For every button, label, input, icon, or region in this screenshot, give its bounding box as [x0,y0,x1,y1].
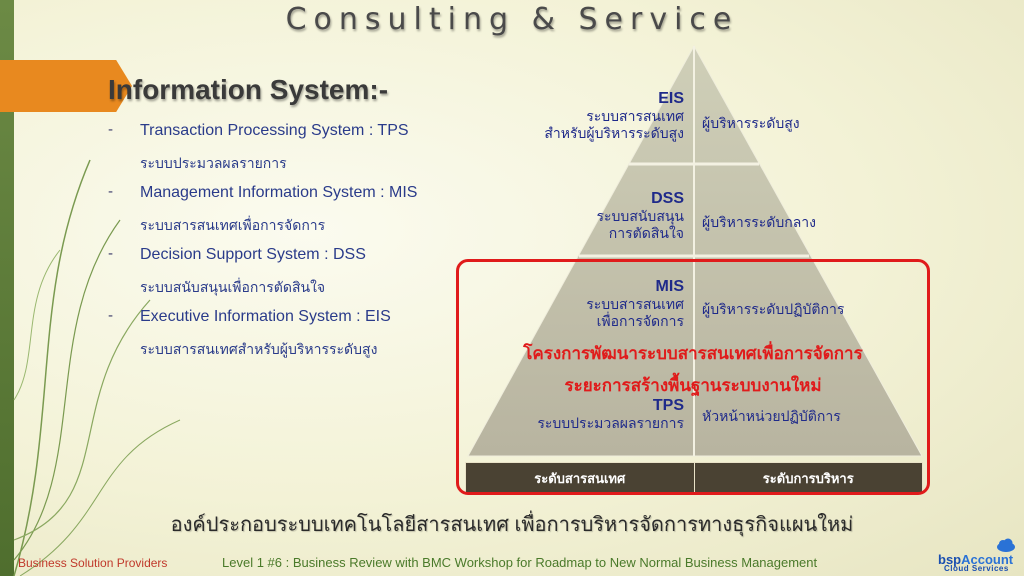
footer-company: Business Solution Providers [18,556,168,570]
system-name-th: ระบบสารสนเทศสำหรับผู้บริหารระดับสูง [140,341,378,357]
system-list: - Transaction Processing System : TPS ระ… [108,118,468,366]
pyramid-level-dss: DSS ระบบสนับสนุน การตัดสินใจ [500,190,685,242]
list-item: - Executive Information System : EIS ระบ… [108,304,468,366]
logo-subtitle: Cloud Services [944,564,1009,573]
system-name-th: ระบบสนับสนุนเพื่อการตัดสินใจ [140,279,326,295]
footer-caption: Level 1 #6 : Business Review with BMC Wo… [222,555,818,570]
company-logo: bspAccount Cloud Services [938,538,1022,574]
system-name-en: Executive Information System : EIS [140,308,391,325]
bullet: - [108,246,114,262]
level-desc-line1: ระบบประมวลผลรายการ [537,415,684,431]
manager-level: หัวหน้าหน่วยปฏิบัติการ [702,408,841,424]
bullet: - [108,308,114,324]
level-code: TPS [652,397,684,414]
project-title-line2: ระยะการสร้างพื้นฐานระบบงานใหม่ [564,376,822,395]
level-desc-line2: เพื่อการจัดการ [596,313,684,329]
list-item: - Transaction Processing System : TPS ระ… [108,118,468,180]
orange-tab-accent [0,60,132,112]
system-name-th: ระบบสารสนเทศเพื่อการจัดการ [140,217,326,233]
level-desc-line1: ระบบสารสนเทศ [586,296,684,312]
pyramid-level-mis: MIS ระบบสารสนเทศ เพื่อการจัดการ [500,278,684,330]
logo-brand: bspAccount [938,552,1014,567]
level-desc-line2: สำหรับผู้บริหารระดับสูง [544,125,684,141]
page-title: Consulting & Service [285,2,739,37]
pyramid-level-eis: EIS ระบบสารสนเทศ สำหรับผู้บริหารระดับสูง [500,90,684,142]
project-title-line1: โครงการพัฒนาระบบสารสนเทศเพื่อการจัดการ [523,344,863,363]
info-level-label: ระดับสารสนเทศ [534,470,626,486]
level-code: MIS [655,278,684,295]
highlight-box [456,259,930,495]
level-desc-line2: การตัดสินใจ [608,225,684,241]
decorative-curves [13,159,181,576]
system-name-en: Decision Support System : DSS [140,246,366,263]
level-code: DSS [651,190,684,207]
manager-level: ผู้บริหารระดับสูง [702,115,800,131]
manager-level: ผู้บริหารระดับกลาง [702,214,816,230]
level-desc-line1: ระบบสารสนเทศ [586,108,684,124]
section-heading: Information System:- [108,74,389,105]
cloud-icon [997,538,1015,552]
pyramid-level-tps: TPS ระบบประมวลผลรายการ [500,397,684,432]
bullet: - [108,122,114,138]
system-name-th: ระบบประมวลผลรายการ [140,155,287,171]
is-pyramid [467,44,923,457]
level-code: EIS [658,90,684,107]
manager-level: ผู้บริหารระดับปฏิบัติการ [702,301,845,317]
system-name-en: Transaction Processing System : TPS [140,122,409,139]
system-name-en: Management Information System : MIS [140,184,418,201]
management-level-label: ระดับการบริหาร [693,463,923,493]
left-accent-bar [0,0,14,576]
list-item: - Management Information System : MIS ระ… [108,180,468,242]
slide-subtitle: องค์ประกอบระบบเทคโนโลยีสารสนเทศ เพื่อการ… [170,514,854,536]
list-item: - Decision Support System : DSS ระบบสนับ… [108,242,468,304]
level-desc-line1: ระบบสนับสนุน [596,208,685,224]
bullet: - [108,184,114,200]
